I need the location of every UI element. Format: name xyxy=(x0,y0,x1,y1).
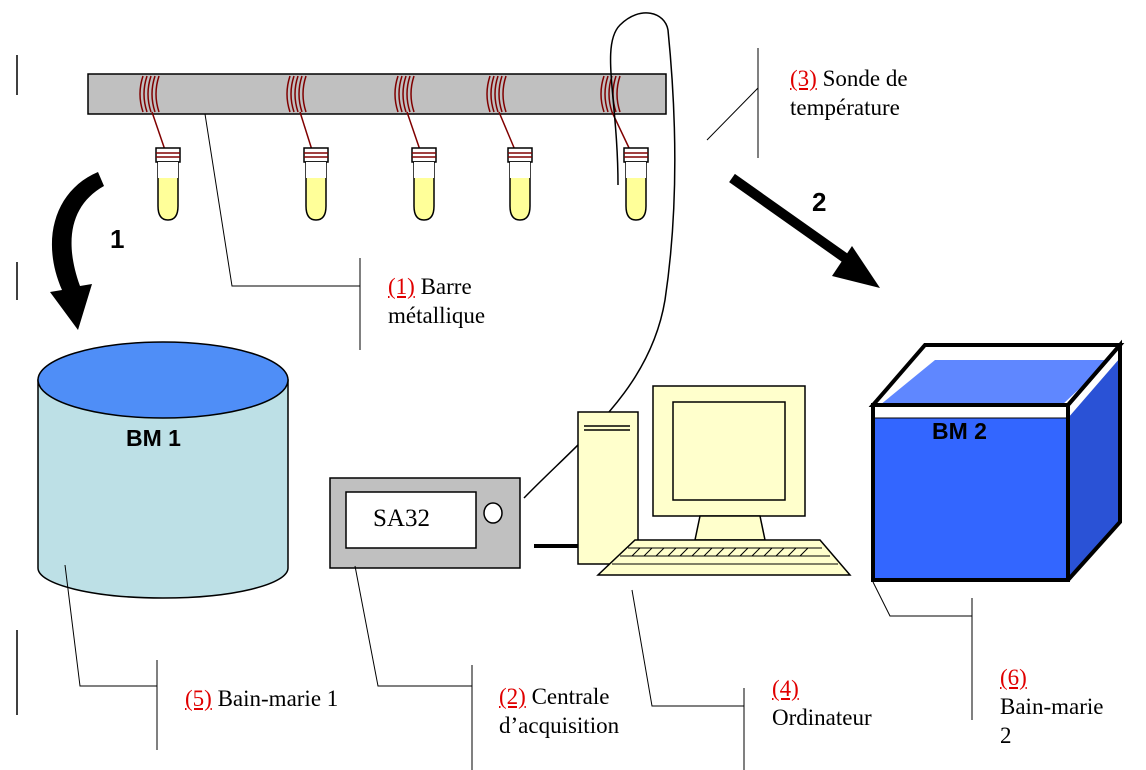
label-acquisition-line2: d’acquisition xyxy=(499,713,620,738)
label-metal-bar-line2: métallique xyxy=(388,303,486,328)
acquisition-screen-text: SA32 xyxy=(373,505,430,532)
label-bath-2: (6) Bain-marie 2 xyxy=(1000,663,1103,750)
label-acquisition-line1: Centrale xyxy=(531,684,610,709)
label-bath-2-ref: (6) xyxy=(1000,665,1027,690)
label-metal-bar-line1: Barre xyxy=(420,274,472,299)
test-tubes xyxy=(155,147,649,221)
label-probe-line2: température xyxy=(790,95,900,120)
bath-2-cube xyxy=(868,339,1125,582)
computer xyxy=(577,385,852,576)
label-acquisition-ref: (2) xyxy=(499,684,526,709)
bath-2-title: BM 2 xyxy=(932,418,987,444)
label-computer-ref: (4) xyxy=(772,676,799,701)
label-temperature-probe: (3) Sonde de température xyxy=(790,64,908,122)
label-metal-bar-ref: (1) xyxy=(388,274,415,299)
test-tube xyxy=(507,147,533,221)
test-tube xyxy=(623,147,649,221)
test-tube xyxy=(155,147,181,221)
bath-1-title: BM 1 xyxy=(126,425,181,451)
label-acquisition-unit: (2) Centrale d’acquisition xyxy=(499,682,619,740)
bath-1-cylinder xyxy=(37,341,289,599)
wire-coils xyxy=(139,75,631,151)
probe-cable xyxy=(523,12,676,499)
curved-arrow-1 xyxy=(50,172,104,330)
label-bath-1: (5) Bain-marie 1 xyxy=(185,684,338,713)
test-tube xyxy=(303,147,329,221)
metal-bar xyxy=(87,73,667,115)
label-bath-1-line1: Bain-marie 1 xyxy=(217,686,339,711)
label-bath-2-line2: 2 xyxy=(1000,723,1012,748)
label-computer: (4) Ordinateur xyxy=(772,674,872,732)
callout-lines xyxy=(64,48,973,770)
step-1-label: 1 xyxy=(110,224,125,254)
label-probe-ref: (3) xyxy=(790,66,817,91)
label-probe-line1: Sonde de xyxy=(822,66,908,91)
step-2-label: 2 xyxy=(812,187,827,217)
label-bath-2-line1: Bain-marie xyxy=(1000,694,1104,719)
label-metal-bar: (1) Barre métallique xyxy=(388,272,485,330)
test-tube xyxy=(411,147,437,221)
label-bath-1-ref: (5) xyxy=(185,686,212,711)
arrow-2 xyxy=(729,173,880,288)
acquisition-unit xyxy=(329,477,582,569)
label-computer-line2: Ordinateur xyxy=(772,705,872,730)
